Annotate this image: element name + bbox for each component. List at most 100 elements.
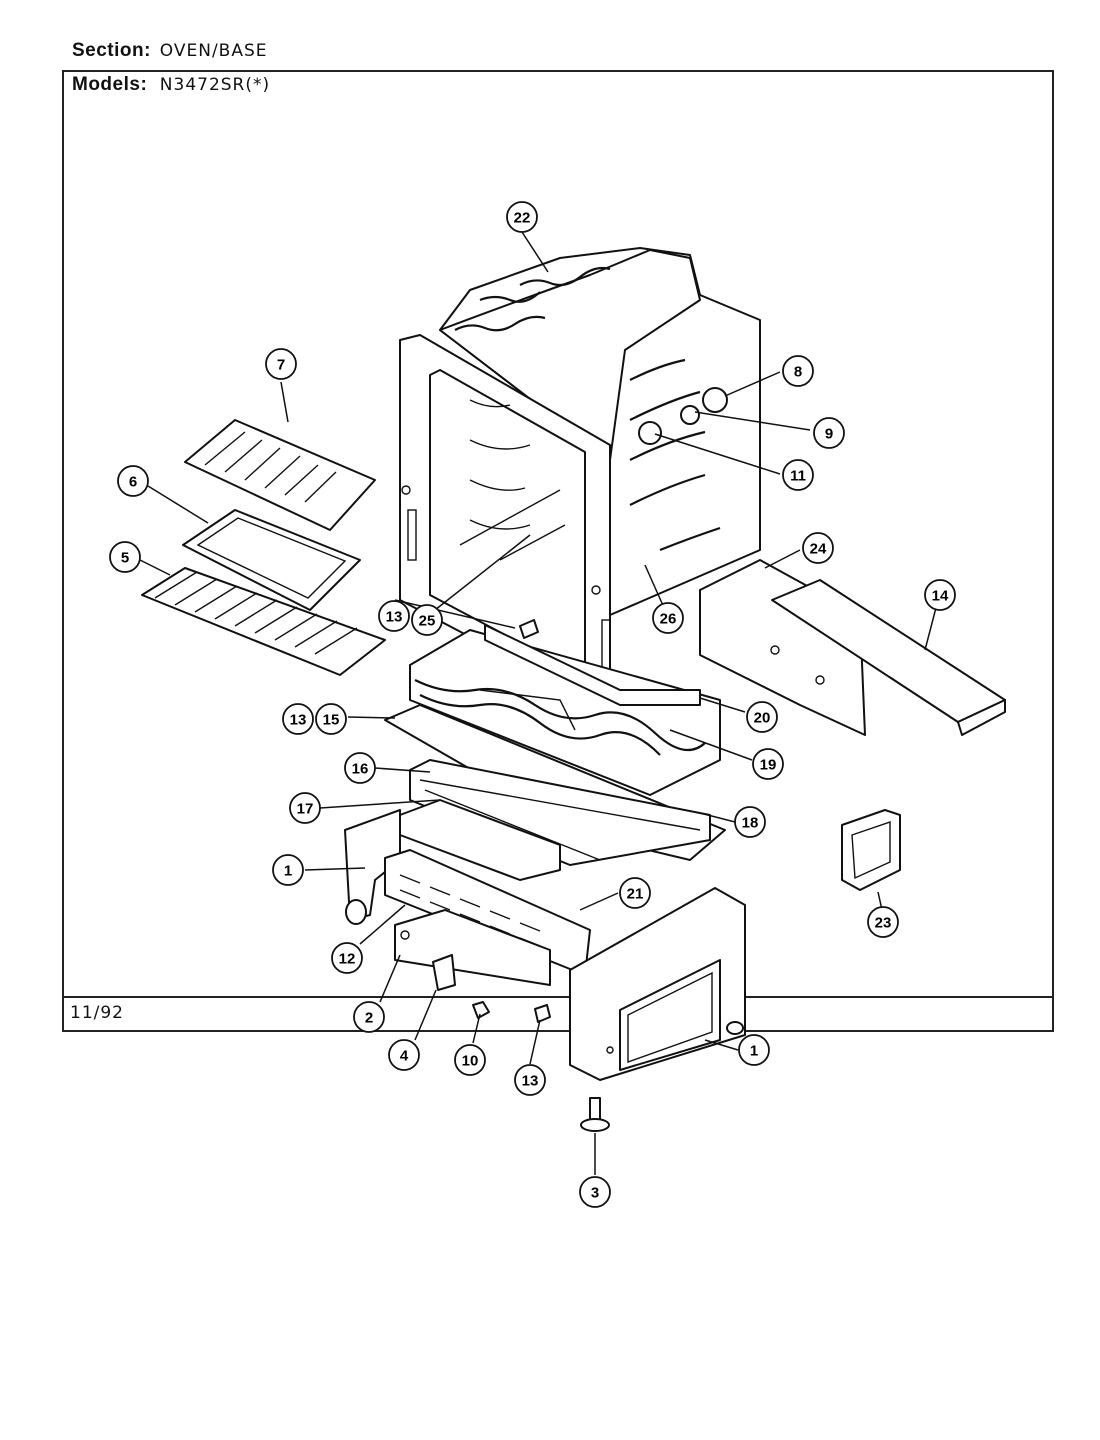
callout-2: 2 xyxy=(353,1001,385,1033)
callout-24-circle xyxy=(802,532,834,564)
callout-21: 21 xyxy=(619,877,651,909)
callout-11-circle xyxy=(782,459,814,491)
callout-26-circle xyxy=(652,602,684,634)
callout-23: 23 xyxy=(867,906,899,938)
callout-13c: 13 xyxy=(514,1064,546,1096)
callout-25-circle xyxy=(411,604,443,636)
callout-8-circle xyxy=(782,355,814,387)
models-heading: Models: N3472SR(*) xyxy=(72,74,270,96)
callout-23-circle xyxy=(867,906,899,938)
callout-4: 4 xyxy=(388,1039,420,1071)
callout-19-circle xyxy=(752,748,784,780)
callout-1a: 1 xyxy=(272,854,304,886)
callout-8: 8 xyxy=(782,355,814,387)
callout-7-circle xyxy=(265,348,297,380)
callout-5-label: 5 xyxy=(121,550,129,567)
callout-11-label: 11 xyxy=(790,468,806,485)
callout-16: 16 xyxy=(344,752,376,784)
callout-7-label: 7 xyxy=(277,357,285,374)
callout-3: 3 xyxy=(579,1176,611,1208)
callout-24: 24 xyxy=(802,532,834,564)
section-value: OVEN/BASE xyxy=(159,41,268,61)
callout-19-label: 19 xyxy=(760,757,777,774)
small-parts xyxy=(432,619,901,1132)
callout-18-circle xyxy=(734,806,766,838)
callout-17-circle xyxy=(289,792,321,824)
callout-3-label: 3 xyxy=(591,1185,599,1202)
callout-13c-circle xyxy=(514,1064,546,1096)
callout-20-label: 20 xyxy=(754,710,771,727)
callout-8-label: 8 xyxy=(794,364,802,381)
callout-16-label: 16 xyxy=(352,761,369,778)
models-label: Models: xyxy=(72,74,148,95)
date-code: 11/92 xyxy=(70,1003,124,1023)
callout-1b-circle xyxy=(738,1034,770,1066)
callout-16-circle xyxy=(344,752,376,784)
callout-17: 17 xyxy=(289,792,321,824)
callout-13c-label: 13 xyxy=(522,1073,539,1090)
callout-1b-label: 1 xyxy=(750,1043,758,1060)
callout-9: 9 xyxy=(813,417,845,449)
callout-25-label: 25 xyxy=(419,613,436,630)
leader-lines xyxy=(139,231,939,1175)
callout-12-circle xyxy=(331,942,363,974)
callout-1b: 1 xyxy=(738,1034,770,1066)
callout-10-label: 10 xyxy=(462,1053,479,1070)
callout-2-circle xyxy=(353,1001,385,1033)
broiler-pan xyxy=(182,509,361,611)
callout-15-label: 15 xyxy=(323,712,340,729)
footer-divider xyxy=(62,996,1054,998)
callout-13b: 13 xyxy=(282,703,314,735)
callout-14: 14 xyxy=(924,579,956,611)
callout-20: 20 xyxy=(746,701,778,733)
callout-6-label: 6 xyxy=(129,474,137,491)
rear-panels xyxy=(699,559,1006,736)
callout-24-label: 24 xyxy=(810,541,827,558)
callout-22-circle xyxy=(506,201,538,233)
callout-21-circle xyxy=(619,877,651,909)
callout-25: 25 xyxy=(411,604,443,636)
callout-9-label: 9 xyxy=(825,426,833,443)
callout-4-circle xyxy=(388,1039,420,1071)
callout-13b-circle xyxy=(282,703,314,735)
callout-22: 22 xyxy=(506,201,538,233)
callout-1a-circle xyxy=(272,854,304,886)
callout-20-circle xyxy=(746,701,778,733)
callout-18-label: 18 xyxy=(742,815,759,832)
callout-4-label: 4 xyxy=(400,1048,409,1065)
callout-18: 18 xyxy=(734,806,766,838)
callout-6: 6 xyxy=(117,465,149,497)
callout-14-label: 14 xyxy=(932,588,949,605)
base-frame-right xyxy=(569,887,746,1081)
callout-13b-label: 13 xyxy=(290,712,307,729)
oven-rack xyxy=(141,567,386,676)
callout-13a-circle xyxy=(378,600,410,632)
callout-21-label: 21 xyxy=(627,886,644,903)
callout-12-label: 12 xyxy=(339,951,356,968)
callout-26-label: 26 xyxy=(660,611,677,628)
callout-15-circle xyxy=(315,703,347,735)
callout-22-label: 22 xyxy=(514,210,531,227)
callout-1a-label: 1 xyxy=(284,863,292,880)
callout-5: 5 xyxy=(109,541,141,573)
callout-17-label: 17 xyxy=(297,801,314,818)
callout-6-circle xyxy=(117,465,149,497)
callout-13a-label: 13 xyxy=(386,609,403,626)
burner-fittings xyxy=(638,387,728,445)
callout-23-label: 23 xyxy=(875,915,892,932)
callout-10: 10 xyxy=(454,1044,486,1076)
callout-19: 19 xyxy=(752,748,784,780)
callout-13a: 13 xyxy=(378,600,410,632)
callout-26: 26 xyxy=(652,602,684,634)
callout-12: 12 xyxy=(331,942,363,974)
callout-15: 15 xyxy=(315,703,347,735)
oven-bottom-assembly xyxy=(409,624,721,796)
callout-2-label: 2 xyxy=(365,1010,373,1027)
section-heading: Section: OVEN/BASE xyxy=(72,40,268,62)
callout-5-circle xyxy=(109,541,141,573)
diagram-frame xyxy=(62,70,1054,1032)
callout-14-circle xyxy=(924,579,956,611)
callout-11: 11 xyxy=(782,459,814,491)
